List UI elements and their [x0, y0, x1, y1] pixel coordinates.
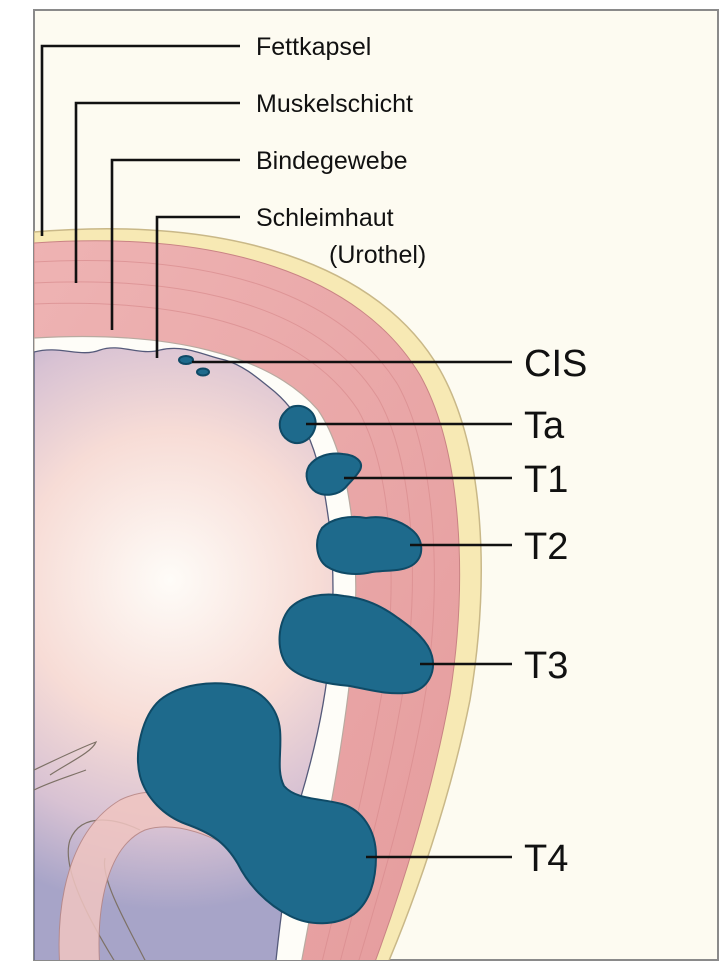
- label-urothel: (Urothel): [329, 241, 426, 269]
- label-cis: CIS: [524, 343, 587, 385]
- label-t4: T4: [524, 838, 568, 880]
- label-ta: Ta: [524, 405, 565, 447]
- tumor-cis-2: [197, 369, 209, 376]
- tumor-t2: [317, 517, 421, 574]
- label-t1: T1: [524, 459, 568, 501]
- label-t2: T2: [524, 526, 568, 568]
- label-schleimhaut: Schleimhaut: [256, 204, 394, 232]
- tumor-cis-1: [179, 356, 193, 364]
- label-t3: T3: [524, 645, 568, 687]
- label-fettkapsel: Fettkapsel: [256, 33, 371, 61]
- label-bindegewebe: Bindegewebe: [256, 147, 408, 175]
- label-muskelschicht: Muskelschicht: [256, 90, 413, 118]
